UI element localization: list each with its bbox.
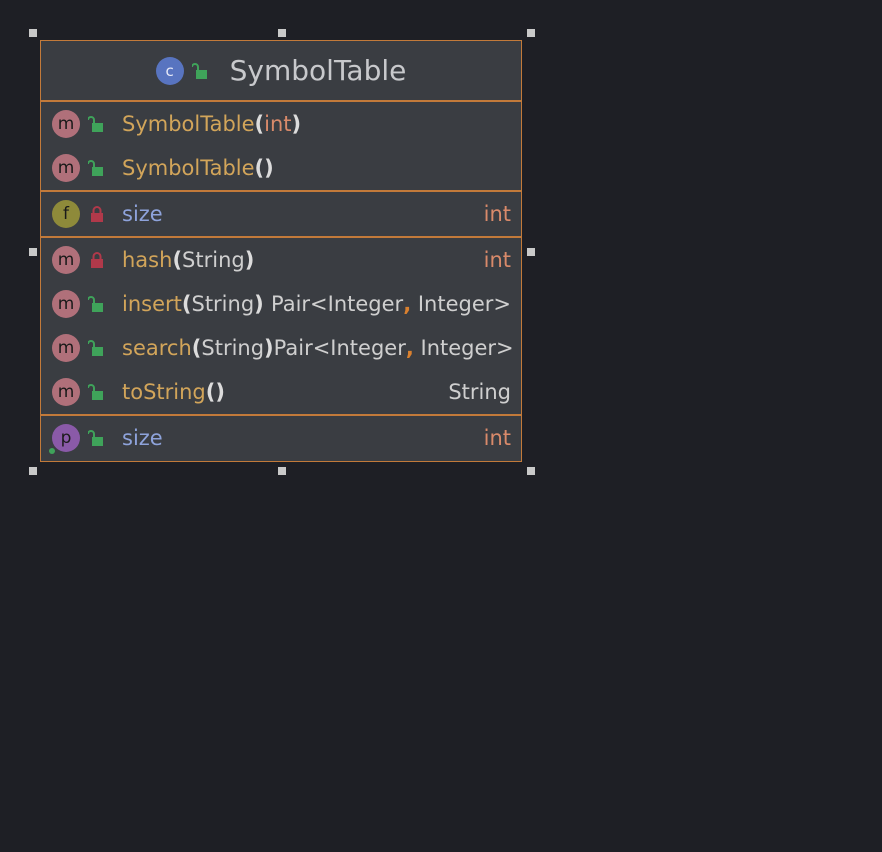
paren-open: ( <box>205 380 216 404</box>
class-header: c SymbolTable <box>41 41 521 102</box>
constructor-signature: SymbolTable(int) <box>122 112 301 136</box>
method-name: search <box>122 336 192 360</box>
constructor-row[interactable]: m SymbolTable(int) <box>41 102 521 146</box>
field-type: int <box>483 202 511 226</box>
constructor-name: SymbolTable <box>122 156 255 180</box>
class-node-symboltable[interactable]: c SymbolTable m SymbolTable(int) m <box>40 40 522 462</box>
return-type: Pair<Integer, Integer> <box>271 292 511 316</box>
unlocked-icon <box>88 296 103 312</box>
locked-icon <box>91 252 103 268</box>
resize-handle-top-center[interactable] <box>278 29 286 37</box>
return-type: Pair<Integer, Integer> <box>274 336 514 360</box>
class-name: SymbolTable <box>229 54 407 87</box>
return-type-pre: Pair<Integer <box>273 336 406 360</box>
return-type: String <box>448 380 511 404</box>
paren-close: ) <box>254 292 264 316</box>
locked-icon <box>91 206 103 222</box>
paren-open: ( <box>254 156 265 180</box>
method-name: hash <box>122 248 173 272</box>
paren-close: ) <box>291 112 302 136</box>
method-icon: m <box>52 246 80 274</box>
unlocked-icon <box>88 116 103 132</box>
field-icon: f <box>52 200 80 228</box>
fields-section: f size int <box>41 192 521 238</box>
unlocked-icon <box>88 160 103 176</box>
paren-open: ( <box>172 248 183 272</box>
property-type: int <box>483 426 511 450</box>
resize-handle-top-left[interactable] <box>29 29 37 37</box>
paren-close: ) <box>215 380 225 404</box>
method-icon: m <box>52 378 80 406</box>
field-name: size <box>122 202 163 226</box>
return-type-post: Integer> <box>411 292 511 316</box>
return-type-sep: , <box>405 336 414 360</box>
resize-handle-middle-left[interactable] <box>29 248 37 256</box>
unlocked-icon <box>191 62 207 79</box>
resize-handle-bottom-right[interactable] <box>527 467 535 475</box>
resize-handle-bottom-left[interactable] <box>29 467 37 475</box>
param-type: String <box>182 248 245 272</box>
unlocked-icon <box>88 384 103 400</box>
return-type: int <box>483 248 511 272</box>
property-row[interactable]: p size int <box>41 416 521 460</box>
paren-close: ) <box>264 156 274 180</box>
return-type-pre: Pair<Integer <box>271 292 404 316</box>
paren-close: ) <box>244 248 255 272</box>
method-row[interactable]: m insert(String) Pair<Integer, Integer> <box>41 282 521 326</box>
class-icon: c <box>155 56 184 85</box>
property-badge-letter: p <box>60 428 72 448</box>
return-type-post: Integer> <box>413 336 514 360</box>
method-row[interactable]: m search(String) Pair<Integer, Integer> <box>41 326 521 370</box>
method-row[interactable]: m hash(String) int <box>41 238 521 282</box>
param-type: String <box>201 336 265 360</box>
param-type: int <box>264 112 292 136</box>
method-signature: hash(String) <box>122 248 254 272</box>
field-row[interactable]: f size int <box>41 192 521 236</box>
methods-section: m hash(String) int m insert(String) Pair… <box>41 238 521 416</box>
method-icon: m <box>52 334 80 362</box>
paren-open: ( <box>254 112 265 136</box>
constructor-name: SymbolTable <box>122 112 255 136</box>
method-signature: search(String) <box>122 336 274 360</box>
property-icon: p <box>49 424 80 454</box>
method-icon: m <box>52 290 80 318</box>
properties-section: p size int <box>41 416 521 460</box>
constructor-signature: SymbolTable() <box>122 156 274 180</box>
method-name: toString <box>122 380 206 404</box>
property-name: size <box>122 426 163 450</box>
return-type-sep: , <box>403 292 412 316</box>
constructor-row[interactable]: m SymbolTable() <box>41 146 521 190</box>
resize-handle-bottom-center[interactable] <box>278 467 286 475</box>
param-type: String <box>191 292 255 316</box>
paren-close: ) <box>264 336 274 360</box>
unlocked-icon <box>88 430 103 446</box>
unlocked-icon <box>88 340 103 356</box>
method-signature: insert(String) <box>122 292 264 316</box>
paren-open: ( <box>181 292 192 316</box>
paren-open: ( <box>191 336 202 360</box>
resize-handle-top-right[interactable] <box>527 29 535 37</box>
resize-handle-middle-right[interactable] <box>527 248 535 256</box>
method-signature: toString() <box>122 380 225 404</box>
method-icon: m <box>52 110 80 138</box>
method-icon: m <box>52 154 80 182</box>
constructors-section: m SymbolTable(int) m SymbolTable() <box>41 102 521 192</box>
status-dot-icon <box>49 448 55 454</box>
method-name: insert <box>122 292 182 316</box>
method-row[interactable]: m toString() String <box>41 370 521 414</box>
